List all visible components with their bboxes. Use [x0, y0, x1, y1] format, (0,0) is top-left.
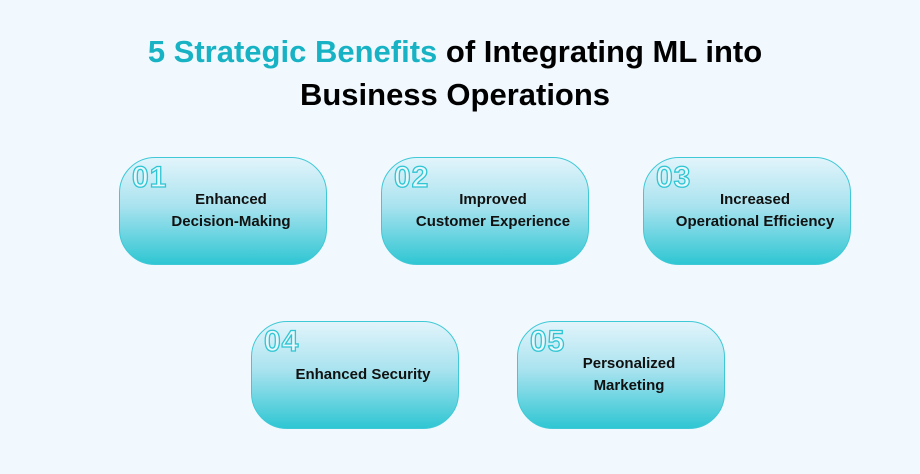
- benefit-label-line: Enhanced Security: [295, 366, 431, 383]
- benefit-label-line: Marketing: [593, 377, 665, 394]
- benefit-label: Personalized Marketing: [526, 353, 732, 397]
- page-title: 5 Strategic Benefits of Integrating ML i…: [0, 30, 910, 116]
- benefit-label: Enhanced Security: [260, 364, 466, 386]
- benefit-label-line: Decision-Making: [171, 213, 291, 230]
- benefit-label: Increased Operational Efficiency: [652, 189, 858, 233]
- benefit-label-line: Customer Experience: [415, 213, 571, 230]
- benefit-label-line: Operational Efficiency: [675, 213, 835, 230]
- benefit-card-1: 01 Enhanced Decision-Making: [119, 157, 327, 265]
- benefit-label-line: Increased: [719, 191, 791, 208]
- benefit-card-2: 02 Improved Customer Experience: [381, 157, 589, 265]
- benefit-label-line: Personalized: [582, 355, 676, 372]
- benefit-card-4: 04 Enhanced Security: [251, 321, 459, 429]
- benefit-label: Enhanced Decision-Making: [128, 189, 334, 233]
- benefit-number: 02: [393, 161, 430, 194]
- benefit-number: 05: [529, 325, 566, 358]
- benefit-label-line: Enhanced: [195, 191, 267, 208]
- benefit-label: Improved Customer Experience: [390, 189, 596, 233]
- benefit-card-5: 05 Personalized Marketing: [517, 321, 725, 429]
- title-line2: Business Operations: [299, 77, 611, 112]
- benefit-label-line: Improved: [459, 191, 527, 208]
- benefit-number: 03: [655, 161, 692, 194]
- benefit-number: 04: [263, 325, 300, 358]
- title-highlight: 5 Strategic Benefits: [147, 34, 438, 69]
- benefit-number: 01: [131, 161, 168, 194]
- title-rest: of Integrating ML into: [437, 34, 763, 69]
- benefit-card-3: 03 Increased Operational Efficiency: [643, 157, 851, 265]
